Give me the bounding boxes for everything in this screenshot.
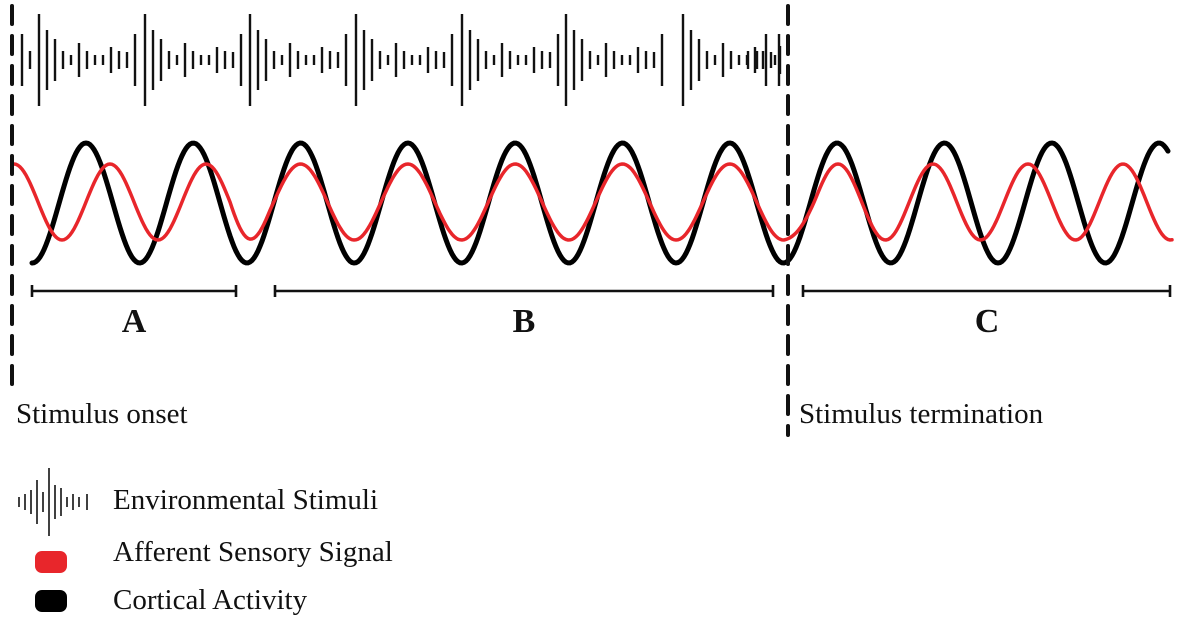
legend-label-afferent: Afferent Sensory Signal (113, 536, 393, 568)
black-swatch-icon (35, 590, 67, 612)
cortical-activity-wave (29, 140, 1171, 266)
legend-label-cortical: Cortical Activity (113, 584, 308, 616)
stimulus-termination-label: Stimulus termination (799, 398, 1044, 430)
segment-label-c: C (974, 303, 1000, 340)
segment-brackets (30, 285, 1172, 297)
afferent-sensory-wave (12, 162, 1174, 242)
segment-label-b: B (512, 303, 536, 340)
stimulus-onset-label: Stimulus onset (16, 398, 188, 430)
segment-label-a: A (121, 303, 147, 340)
stimulus-bars-icon (18, 468, 88, 536)
environmental-stimuli-train (20, 14, 782, 106)
legend-label-environmental: Environmental Stimuli (113, 484, 379, 516)
red-swatch-icon (35, 551, 67, 573)
